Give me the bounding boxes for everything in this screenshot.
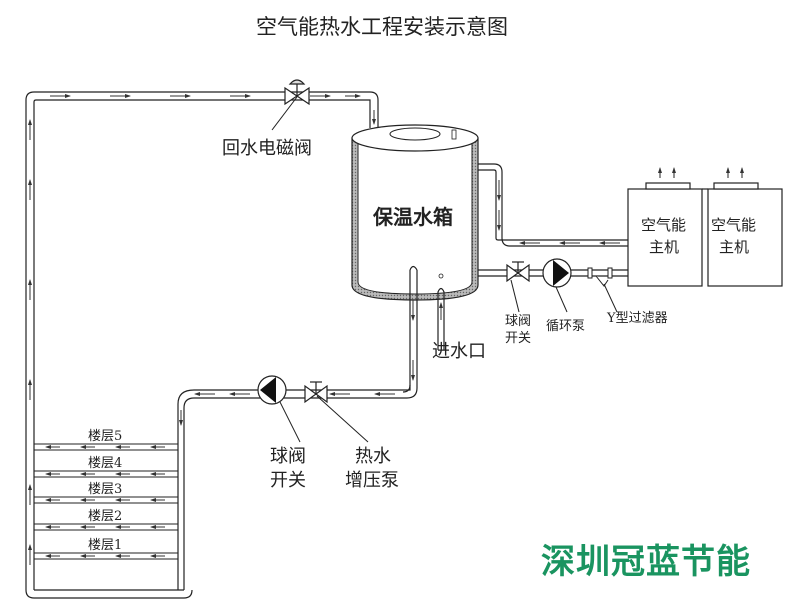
return-solenoid-valve-label: 回水电磁阀 (222, 138, 312, 159)
ball-valve-right-label-1: 球阀 (505, 314, 531, 329)
heat-pump-2-label-1: 空气能 (711, 216, 756, 234)
booster-pump-label-2: 增压泵 (345, 470, 399, 491)
booster-pump-label-1: 热水 (355, 446, 391, 467)
brand-logo: 深圳冠蓝节能 (541, 542, 751, 582)
leader-line (603, 283, 618, 313)
leader-line (510, 279, 520, 313)
floor-branch: 楼层1 (34, 538, 178, 560)
floor-label: 楼层3 (88, 482, 122, 497)
heat-pump-1-label-1: 空气能 (641, 216, 686, 234)
y-filter-label: Y型过滤器 (606, 311, 668, 326)
leader-line (316, 395, 369, 443)
flow-arrows-top (28, 94, 376, 565)
flow-arrows-lower (179, 300, 415, 426)
flow-arrows-upper-right (497, 180, 620, 245)
heat-pump-units (627, 182, 783, 287)
leader-line (271, 96, 298, 131)
tank-label: 保温水箱 (372, 205, 453, 229)
heat-pump-2-label-2: 主机 (719, 238, 749, 256)
leader-line (555, 286, 568, 313)
ball-valve-left-label-2: 开关 (270, 470, 306, 491)
water-inlet-pipe (437, 287, 445, 350)
ball-valve-right[interactable] (506, 261, 530, 283)
floor-branch: 楼层5 (34, 429, 178, 451)
insulated-water-tank[interactable] (351, 124, 479, 301)
tank-to-heatpump-pipe (478, 163, 628, 247)
floor-label: 楼层4 (88, 456, 122, 471)
return-solenoid-valve[interactable] (284, 79, 310, 106)
diagram-title: 空气能热水工程安装示意图 (256, 15, 508, 39)
floor-branch: 楼层4 (34, 456, 178, 478)
leader-line (279, 401, 301, 443)
ball-valve-left-label-1: 球阀 (270, 446, 306, 467)
floor-label: 楼层1 (88, 538, 122, 553)
circulation-pump[interactable] (542, 258, 572, 288)
ball-valve-left[interactable] (304, 381, 328, 404)
y-filter[interactable] (587, 267, 613, 287)
return-pipe-loop (25, 91, 379, 599)
ball-valve-right-label-2: 开关 (505, 331, 531, 346)
floor-label: 楼层5 (88, 429, 122, 444)
floor-label: 楼层2 (88, 509, 122, 524)
tank-outlet-pipe (177, 265, 418, 590)
water-inlet-label: 进水口 (432, 341, 486, 362)
floor-branches: 楼层5 楼层4 楼层3 楼层2 楼层1 (34, 429, 178, 560)
floor-branch: 楼层3 (34, 482, 178, 504)
hot-water-booster-pump[interactable] (257, 375, 287, 405)
exhaust-arrows (658, 167, 744, 178)
floor-branch: 楼层2 (34, 509, 178, 531)
circulation-pump-label: 循环泵 (546, 319, 585, 334)
heat-pump-1-label-2: 主机 (649, 238, 679, 256)
